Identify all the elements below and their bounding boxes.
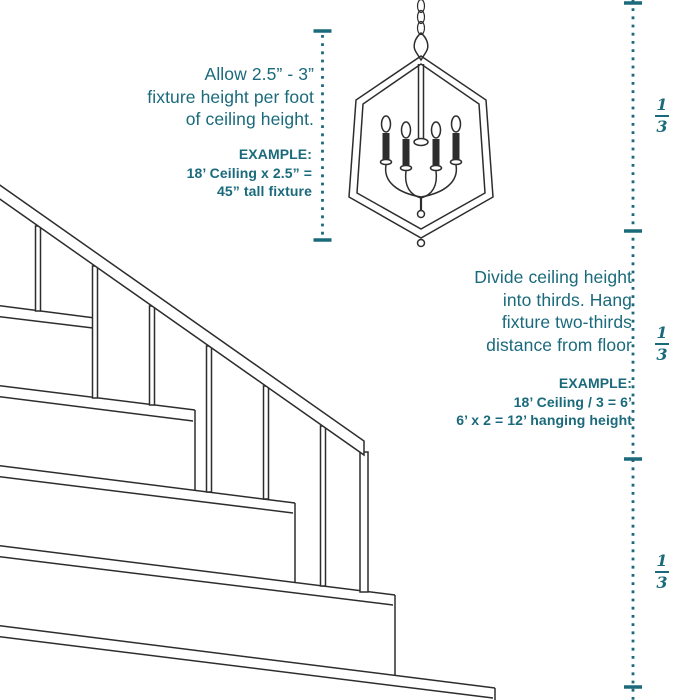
stair-treads <box>0 305 496 700</box>
chandelier-cage-frame <box>348 55 494 239</box>
chandelier-hanger-finial <box>413 32 429 62</box>
example-line: 18’ Ceiling x 2.5” = <box>186 164 312 181</box>
instruction-line: Allow 2.5” - 3” <box>204 64 314 84</box>
chandelier-chain <box>416 0 426 36</box>
fraction-denominator: 3 <box>656 117 668 136</box>
hanging-height-example: EXAMPLE: 18’ Ceiling / 3 = 6’ 6’ x 2 = 1… <box>456 374 632 430</box>
fraction-denominator: 3 <box>656 345 668 364</box>
chandelier-candles <box>379 115 463 199</box>
instruction-line: distance from floor <box>486 334 632 355</box>
instruction-line: fixture two-thirds <box>501 312 632 332</box>
staircase-illustration <box>0 184 496 700</box>
chandelier-illustration <box>348 0 494 248</box>
example-line: 18’ Ceiling / 3 = 6’ <box>513 393 632 410</box>
stair-newel-post <box>359 451 369 593</box>
fraction-numerator: 1 <box>656 323 668 342</box>
fraction-bar <box>655 571 669 573</box>
instruction-line: fixture height per foot <box>147 86 314 107</box>
instruction-line: of ceiling height. <box>185 109 314 129</box>
one-third-label-middle: 1 3 <box>648 325 676 363</box>
staircase-body <box>0 305 495 700</box>
ceiling-thirds-measure-line <box>624 0 642 700</box>
instruction-line: into thirds. Hang <box>502 289 632 310</box>
fraction-bar <box>655 115 669 117</box>
instruction-line: Divide ceiling height <box>474 267 632 287</box>
fixture-height-example: EXAMPLE: 18’ Ceiling x 2.5” = 45” tall f… <box>187 145 312 201</box>
one-third-label-bottom: 1 3 <box>648 553 676 591</box>
example-line: 45” tall fixture <box>217 183 312 199</box>
fraction-denominator: 3 <box>656 573 668 592</box>
example-title: EXAMPLE: <box>238 146 312 162</box>
fixture-height-instruction: Allow 2.5” - 3” fixture height per foot … <box>147 63 314 131</box>
stair-handrail <box>0 184 365 457</box>
fixture-height-measure-line <box>313 29 332 242</box>
hanging-height-instruction: Divide ceiling height into thirds. Hang … <box>474 266 632 356</box>
example-title: EXAMPLE: <box>558 375 632 391</box>
one-third-label-top: 1 3 <box>648 97 676 135</box>
example-line: 6’ x 2 = 12’ hanging height <box>456 412 632 428</box>
chandelier-center-column <box>413 64 429 248</box>
fraction-bar <box>655 343 669 345</box>
fraction-numerator: 1 <box>656 95 668 114</box>
fraction-numerator: 1 <box>656 551 668 570</box>
